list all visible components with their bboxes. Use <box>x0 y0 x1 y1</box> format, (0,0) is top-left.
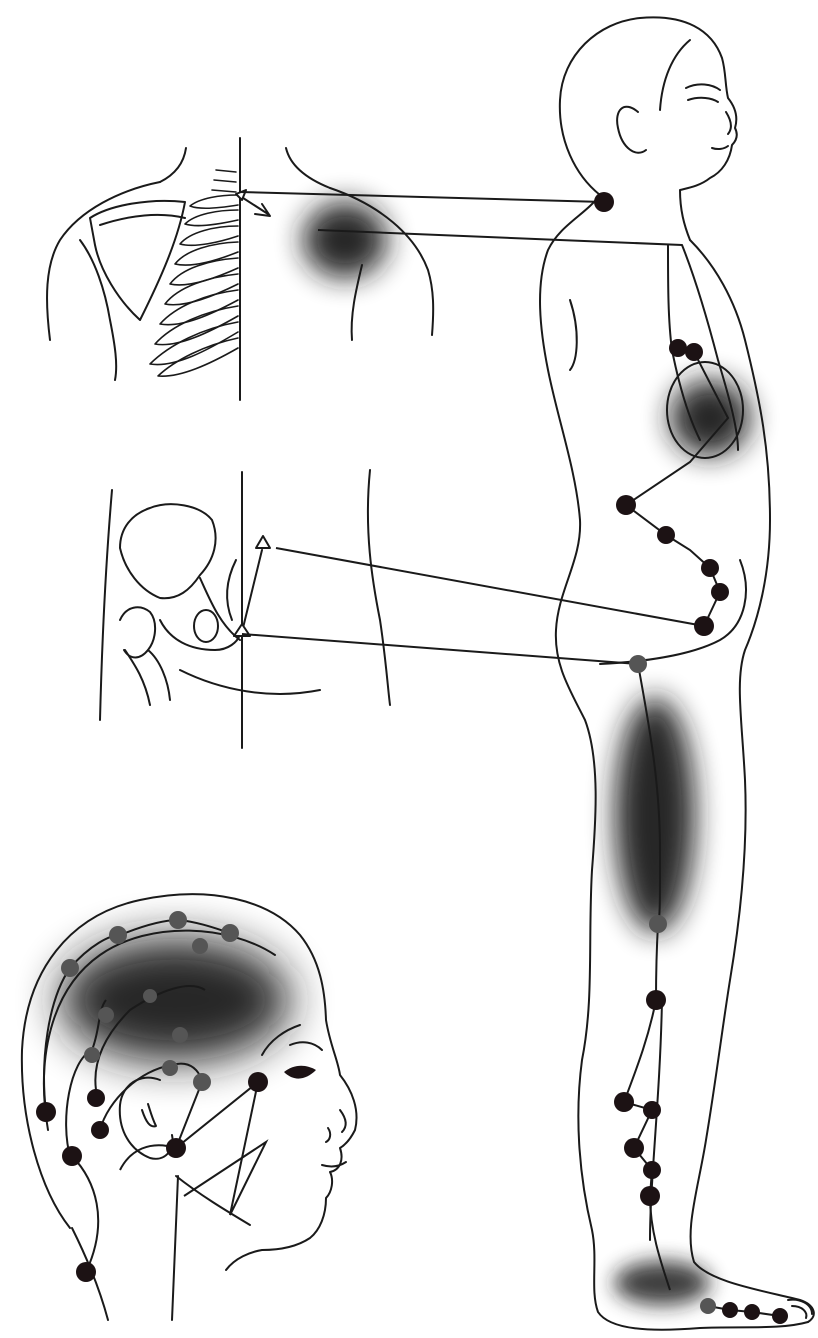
pelvis-right-outline <box>368 470 390 705</box>
head-lips <box>322 1162 346 1166</box>
foot-point <box>722 1302 738 1318</box>
body-mouth <box>712 146 728 149</box>
pelvis-left-outline <box>100 490 112 720</box>
pelvis-arrowhead-up <box>256 536 270 548</box>
body-eye <box>688 98 718 102</box>
head-brow <box>290 1042 322 1050</box>
shoulder-shade <box>303 202 387 278</box>
head-meridian-face <box>176 1082 266 1215</box>
body-head-outline <box>560 17 737 240</box>
standing-figure <box>540 17 814 1329</box>
leg-point <box>624 1138 644 1158</box>
head-point <box>62 1146 82 1166</box>
shoulder-arrow <box>240 196 270 216</box>
flank-point <box>701 559 719 577</box>
chest-point <box>685 343 703 361</box>
head-ear-inner <box>142 1104 156 1126</box>
shoulder-neck-right <box>286 148 330 188</box>
ribs <box>150 195 238 376</box>
femur <box>125 650 170 705</box>
leg-point <box>646 990 666 1010</box>
pelvis-inset <box>100 470 390 748</box>
head-point <box>91 1121 109 1139</box>
pubic <box>160 620 240 650</box>
head-point <box>84 1047 100 1063</box>
shoulder-left-outline <box>47 182 160 340</box>
vertebrae <box>212 170 236 192</box>
head-point <box>169 911 187 929</box>
upper-arm-bone <box>80 240 116 380</box>
pelvis-lower <box>180 670 320 694</box>
pelvis-hip-line <box>227 560 236 620</box>
foot-point <box>700 1298 716 1314</box>
flank-point <box>711 583 729 601</box>
head-point <box>248 1072 268 1092</box>
head-point <box>36 1102 56 1122</box>
pain-regions <box>60 202 750 1305</box>
pelvis-arrow-up <box>242 550 262 632</box>
shoulder-neck-left <box>160 148 186 182</box>
leg-point <box>649 915 667 933</box>
head-point <box>192 938 208 954</box>
body-ear <box>617 107 646 153</box>
neck-point <box>594 192 614 212</box>
leg-point <box>643 1161 661 1179</box>
connector-lines <box>240 192 704 664</box>
head-point <box>87 1089 105 1107</box>
neck-connector <box>240 192 604 202</box>
head-point <box>221 924 239 942</box>
leg-point <box>614 1092 634 1112</box>
head-point <box>172 1027 188 1043</box>
head-neck-front <box>172 1176 178 1320</box>
head-point <box>109 926 127 944</box>
scapula <box>90 201 185 320</box>
leg-point <box>643 1101 661 1119</box>
body-armpit <box>570 300 577 370</box>
body-brow <box>686 84 720 90</box>
head-point <box>98 1007 114 1023</box>
iliac-crest <box>120 504 216 598</box>
foot-point <box>772 1308 788 1324</box>
head-point <box>143 989 157 1003</box>
flank-point <box>694 616 714 636</box>
head-point <box>162 1060 178 1076</box>
shoulder-inset <box>47 138 433 400</box>
leg-point <box>640 1186 660 1206</box>
head-point <box>166 1138 186 1158</box>
hip-point <box>629 655 647 673</box>
body-toes <box>788 1300 812 1318</box>
head-point <box>193 1073 211 1091</box>
flank-point <box>657 526 675 544</box>
head-eye <box>284 1066 316 1079</box>
head-nostril <box>326 1128 330 1142</box>
foot-meridian-line <box>708 1306 780 1316</box>
chest-meridian-line <box>626 348 728 626</box>
head-jaw <box>176 1176 250 1225</box>
head-point <box>76 1262 96 1282</box>
chest-point <box>669 339 687 357</box>
body-nose <box>726 112 731 134</box>
hip-lower-connector <box>242 634 638 664</box>
obturator <box>194 610 218 642</box>
head-point <box>61 959 79 977</box>
head-nose <box>340 1110 346 1132</box>
flank-point <box>616 495 636 515</box>
scapula-spine <box>100 215 185 225</box>
thigh-shade <box>615 697 695 933</box>
body-hairline <box>660 40 690 110</box>
foot-point <box>744 1304 760 1320</box>
hip-upper-connector <box>276 548 704 626</box>
